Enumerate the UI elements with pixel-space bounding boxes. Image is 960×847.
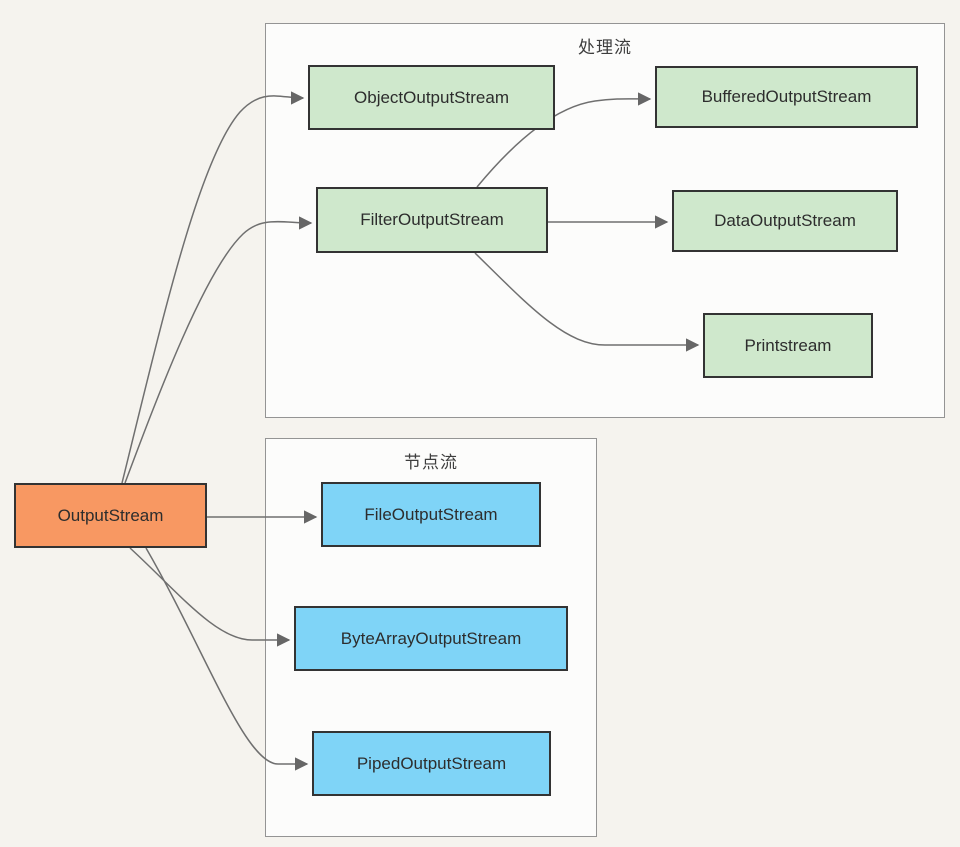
node-bufferedoutputstream[interactable]: BufferedOutputStream [655,66,918,128]
node-outputstream[interactable]: OutputStream [14,483,207,548]
group-title-node: 节点流 [404,453,458,472]
node-printstream[interactable]: Printstream [703,313,873,378]
node-bytearrayoutputstream[interactable]: ByteArrayOutputStream [294,606,568,671]
node-pipedoutputstream[interactable]: PipedOutputStream [312,731,551,796]
node-dataoutputstream[interactable]: DataOutputStream [672,190,898,252]
node-fileoutputstream[interactable]: FileOutputStream [321,482,541,547]
node-objectoutputstream[interactable]: ObjectOutputStream [308,65,555,130]
group-title-processing: 处理流 [578,38,632,57]
node-filteroutputstream[interactable]: FilterOutputStream [316,187,548,253]
